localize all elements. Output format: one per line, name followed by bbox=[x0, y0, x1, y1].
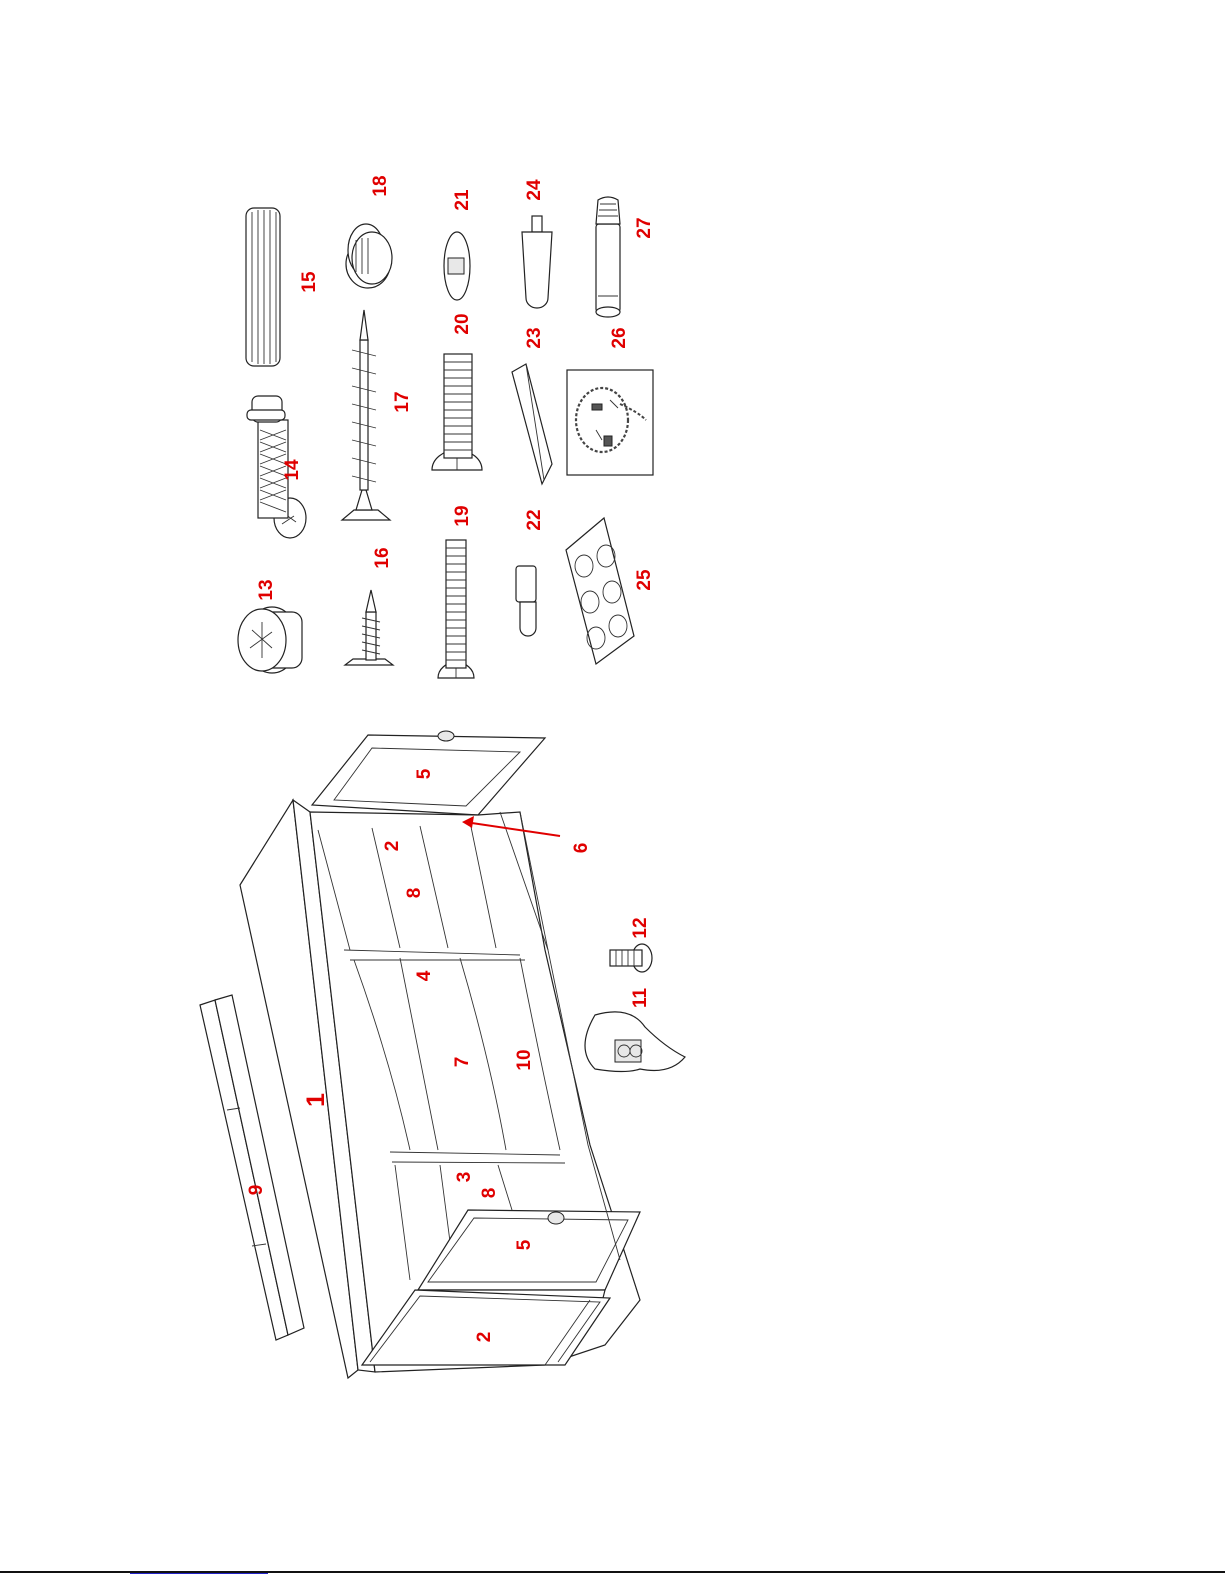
part-number-label: 17 bbox=[392, 391, 413, 412]
part-25-felt-pad-sheet bbox=[566, 518, 634, 664]
part-number-label: 2 bbox=[474, 1332, 495, 1343]
part-number-label: 27 bbox=[634, 217, 655, 238]
part-26-safety-strap-kit bbox=[567, 370, 653, 475]
part-number-label: 6 bbox=[571, 843, 592, 854]
part-number-label: 4 bbox=[414, 970, 435, 981]
part-number-label: 1 bbox=[302, 1093, 330, 1107]
part-number-label: 7 bbox=[452, 1057, 473, 1068]
part-20-short-bolt bbox=[432, 354, 482, 470]
cabinet-assembly bbox=[200, 731, 640, 1378]
part-number-label: 11 bbox=[630, 988, 651, 1009]
part-24-bumper bbox=[522, 216, 552, 308]
part-12-screw-washer bbox=[610, 944, 652, 972]
part-15-wood-dowel bbox=[246, 208, 280, 366]
part-number-label: 5 bbox=[514, 1239, 535, 1250]
part-18-knob bbox=[346, 224, 392, 288]
part-number-label: 9 bbox=[246, 1185, 267, 1196]
part-number-label: 25 bbox=[634, 569, 655, 591]
part-number-label: 8 bbox=[479, 1188, 500, 1199]
part-number-label: 16 bbox=[372, 547, 393, 568]
part-number-label: 15 bbox=[299, 271, 320, 293]
part-number-label: 12 bbox=[630, 917, 651, 938]
part-number-label: 24 bbox=[524, 179, 545, 201]
part-number-label: 14 bbox=[282, 459, 303, 481]
part-number-label: 21 bbox=[452, 189, 473, 211]
part-17-long-screw bbox=[342, 310, 390, 520]
part-number-label: 26 bbox=[609, 327, 630, 348]
part-16-short-screw bbox=[345, 590, 393, 665]
part-number-label: 18 bbox=[370, 175, 391, 196]
part-19-long-bolt bbox=[438, 540, 474, 678]
part-27-touch-up-marker bbox=[596, 197, 620, 317]
part-number-label: 20 bbox=[452, 313, 473, 334]
part-number-label: 23 bbox=[524, 327, 545, 348]
part-number-label: 22 bbox=[524, 509, 545, 530]
part-11-connector-plate bbox=[585, 1012, 685, 1072]
footer-link-underline bbox=[130, 1573, 268, 1574]
part-22-shelf-support-pin bbox=[516, 566, 536, 636]
part-number-label: 5 bbox=[414, 768, 435, 779]
part-number-label: 13 bbox=[256, 579, 277, 600]
part-number-label: 8 bbox=[404, 888, 425, 899]
part-number-label: 3 bbox=[454, 1172, 475, 1183]
part-number-label: 2 bbox=[382, 841, 403, 852]
part-21-cap-disk bbox=[444, 232, 470, 300]
part-13-cam-lock bbox=[238, 607, 302, 673]
part-23-wedge-shim bbox=[512, 364, 552, 484]
part-number-label: 10 bbox=[514, 1049, 535, 1070]
part-number-label: 19 bbox=[452, 505, 473, 526]
